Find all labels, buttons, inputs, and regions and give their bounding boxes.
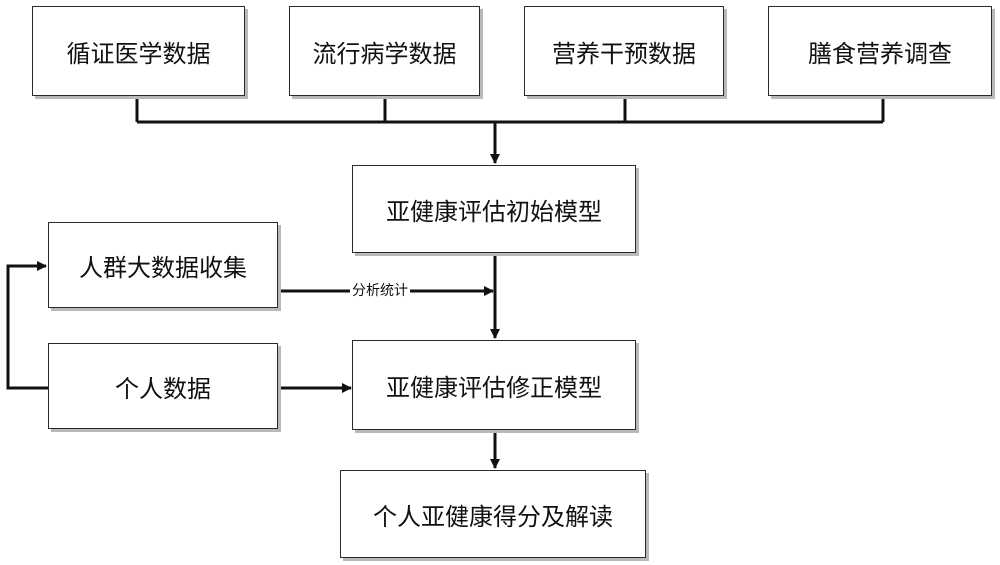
revised-model-label: 亚健康评估修正模型 [386,373,602,402]
crowd-data-label: 人群大数据收集 [79,253,247,282]
feedback-loop [6,261,50,390]
result-label: 个人亚健康得分及解读 [373,502,613,531]
analysis-edge-label: 分析统计 [350,283,410,299]
source-label-evidence-based: 循证医学数据 [66,39,211,68]
source-label-nutrition-intervention: 营养干预数据 [552,39,696,68]
personal-data-box: 个人数据 [48,343,278,429]
source-label-epidemiology: 流行病学数据 [312,39,457,68]
source-box-dietary-survey: 膳食营养调查 [768,6,992,96]
initial-model-label: 亚健康评估初始模型 [386,197,602,226]
source-box-epidemiology: 流行病学数据 [289,6,480,96]
source-label-dietary-survey: 膳食营养调查 [808,39,952,68]
source-box-evidence-based: 循证医学数据 [32,6,245,96]
crowd-data-box: 人群大数据收集 [48,222,278,308]
source-box-nutrition-intervention: 营养干预数据 [524,6,724,96]
result-box: 个人亚健康得分及解读 [340,470,646,558]
personal-data-label: 个人数据 [115,374,211,403]
revised-model-box: 亚健康评估修正模型 [352,340,636,430]
initial-model-box: 亚健康评估初始模型 [352,165,636,253]
